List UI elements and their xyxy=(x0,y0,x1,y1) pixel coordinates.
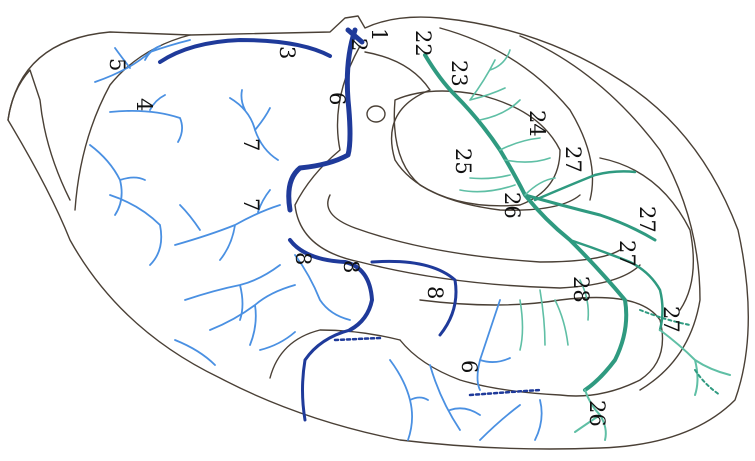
label-2: 2 xyxy=(347,38,371,51)
lower-temporal-vein-1 xyxy=(390,360,428,440)
frontal-division xyxy=(75,35,190,210)
label-6-lower: 6 xyxy=(457,360,481,373)
cerebellum-curve xyxy=(520,36,700,390)
vein-7-lower xyxy=(175,190,280,260)
label-3: 3 xyxy=(275,46,299,59)
vessel-22-23-trunk xyxy=(425,55,626,390)
label-27-d: 27 xyxy=(659,306,683,333)
label-5: 5 xyxy=(105,58,129,71)
anterior-branch-1 xyxy=(90,145,145,215)
anterior-branch-2 xyxy=(110,195,161,265)
parietal-vein-2 xyxy=(210,285,295,345)
vein-6-branches xyxy=(478,300,511,390)
lower-temporal-vein-3 xyxy=(480,400,542,440)
teal-fine-branches-upper xyxy=(470,50,520,120)
label-8-left: 8 xyxy=(291,252,315,265)
thalamus xyxy=(394,91,560,206)
vessel-27-lower xyxy=(660,330,730,395)
anterior-commissure xyxy=(367,106,385,122)
superficial-veins xyxy=(90,40,542,440)
label-26-upper: 26 xyxy=(500,192,524,219)
lower-temporal-vein-2 xyxy=(430,365,480,430)
label-4: 4 xyxy=(132,98,156,111)
label-22: 22 xyxy=(411,30,435,57)
vein-7-lower-branch xyxy=(180,205,200,230)
label-28: 28 xyxy=(569,276,593,303)
label-23: 23 xyxy=(447,60,471,87)
vessel-27-branch xyxy=(535,171,635,200)
teal-dotted-posterior xyxy=(695,370,720,395)
superior-sagittal-sinus xyxy=(160,40,330,62)
label-8-right: 8 xyxy=(423,286,447,299)
label-7-lower: 7 xyxy=(239,198,263,211)
label-24: 24 xyxy=(525,110,549,137)
label-8-middle: 8 xyxy=(339,260,363,273)
label-27-b: 27 xyxy=(635,206,659,233)
parietal-vein-1 xyxy=(185,265,280,320)
label-26-lower: 26 xyxy=(585,400,609,427)
brainstem-lower xyxy=(400,298,663,397)
posterior-dotted-sinus xyxy=(335,338,380,340)
label-7-upper: 7 xyxy=(239,138,263,151)
label-27-c: 27 xyxy=(615,240,639,267)
basal-vein-lower xyxy=(303,330,351,420)
label-6-upper: 6 xyxy=(325,92,349,105)
teal-vessels xyxy=(425,50,730,440)
label-27-a: 27 xyxy=(561,146,585,173)
label-25: 25 xyxy=(451,148,475,175)
